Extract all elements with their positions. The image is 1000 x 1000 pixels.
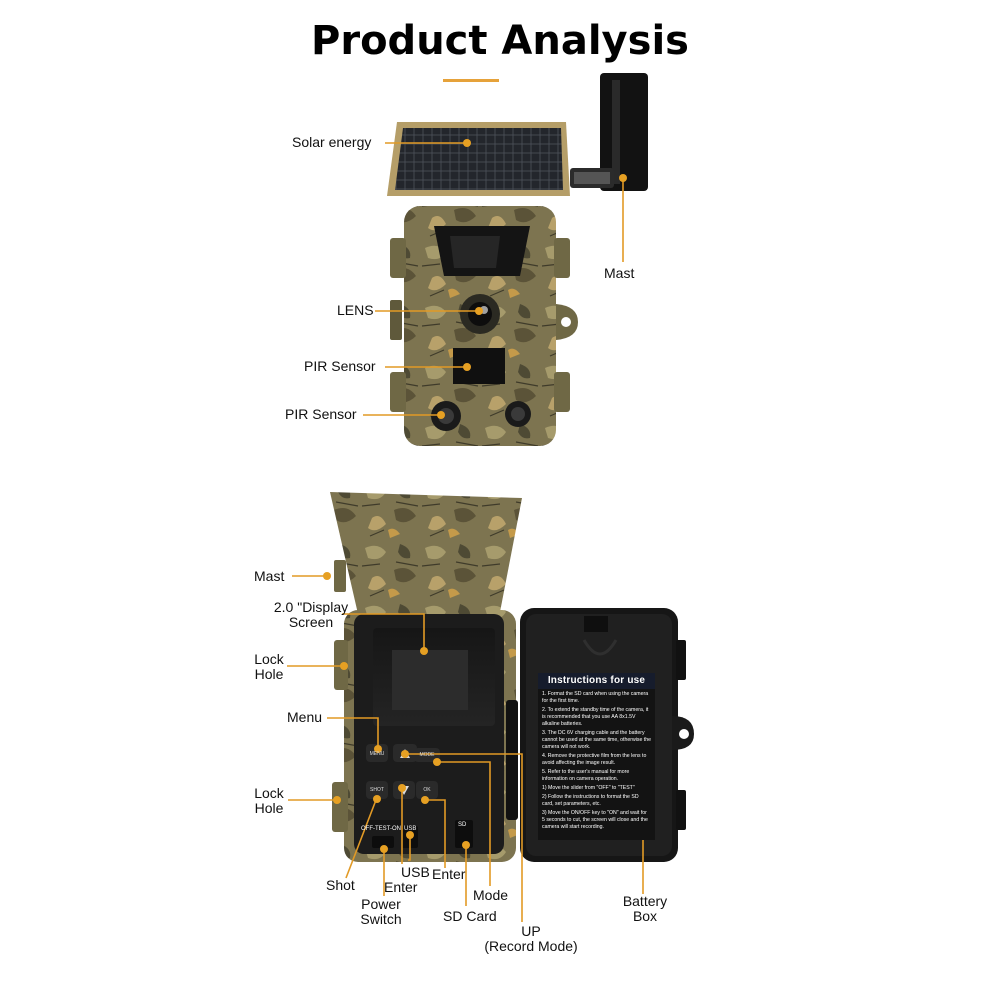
- instructions-list: 1. Format the SD card when using the cam…: [538, 689, 655, 831]
- label-sd-card: SD Card: [443, 908, 497, 924]
- solar-shade: [330, 492, 522, 614]
- leader-lines: [287, 139, 647, 922]
- front-camera: [387, 73, 648, 446]
- label-lock-hole-1-line2: Hole: [254, 666, 284, 682]
- instructions-card: Instructions for use 1. Format the SD ca…: [538, 673, 655, 840]
- label-shot: Shot: [326, 877, 355, 893]
- label-up-line1: UP: [521, 923, 541, 939]
- label-mast-top: Mast: [604, 265, 635, 281]
- label-lock-hole-1: Lock Hole: [248, 652, 290, 682]
- label-display-line1: 2.0 "Display: [273, 599, 349, 615]
- label-enter-1: Enter: [384, 879, 418, 895]
- instruction-item: 4. Remove the protective film from the l…: [542, 753, 647, 766]
- shot-button[interactable]: SHOT: [370, 787, 384, 793]
- label-up-record-mode: UP (Record Mode): [478, 924, 584, 954]
- label-display-line2: Screen: [288, 614, 334, 630]
- label-lock-hole-2-line1: Lock: [254, 785, 284, 801]
- label-up-line2: (Record Mode): [484, 938, 578, 954]
- label-power-line1: Power: [361, 896, 401, 912]
- page-title: Product Analysis: [311, 18, 689, 64]
- label-usb: USB: [401, 864, 430, 880]
- label-display-screen: 2.0 "Display Screen: [262, 600, 360, 630]
- instruction-item: 2) Follow the instructions to format the…: [542, 794, 639, 807]
- label-mast-bottom: Mast: [254, 568, 285, 584]
- label-power-switch: Power Switch: [356, 897, 406, 927]
- label-lock-hole-1-line1: Lock: [254, 651, 284, 667]
- instruction-item: 2. To extend the standby time of the cam…: [542, 707, 649, 727]
- instruction-item: 1) Move the slider from "OFF" to "TEST": [542, 785, 635, 791]
- label-solar-energy: Solar energy: [292, 134, 372, 150]
- label-battery-line1: Battery: [622, 893, 668, 909]
- usb-port-label: USB: [404, 826, 417, 832]
- label-battery-line2: Box: [632, 908, 658, 924]
- instruction-item: 5. Refer to the user's manual for more i…: [542, 769, 630, 782]
- instruction-item: 1. Format the SD card when using the cam…: [542, 691, 649, 704]
- label-battery-box: Battery Box: [616, 894, 674, 924]
- label-lens: LENS: [337, 302, 374, 318]
- menu-button[interactable]: MENU: [369, 751, 385, 757]
- ok-button[interactable]: OK: [423, 787, 431, 793]
- power-switch-label: OFF-TEST-ON: [361, 826, 401, 832]
- mode-button[interactable]: MODE: [419, 752, 435, 758]
- instruction-item: 3. The DC 6V charging cable and the batt…: [542, 730, 652, 750]
- label-mode: Mode: [473, 887, 509, 903]
- instructions-title: Instructions for use: [538, 673, 655, 689]
- label-lock-hole-2: Lock Hole: [248, 786, 290, 816]
- label-pir-sensor-1: PIR Sensor: [304, 358, 376, 374]
- instruction-item: 3) Move the ON/OFF key to "ON" and wait …: [542, 810, 648, 830]
- label-menu: Menu: [287, 709, 323, 725]
- label-lock-hole-2-line2: Hole: [254, 800, 284, 816]
- label-power-line2: Switch: [360, 911, 402, 927]
- title-underline: [443, 79, 499, 82]
- label-enter-2: Enter: [432, 866, 466, 882]
- label-pir-sensor-2: PIR Sensor: [285, 406, 357, 422]
- sd-slot-label: SD: [458, 822, 467, 828]
